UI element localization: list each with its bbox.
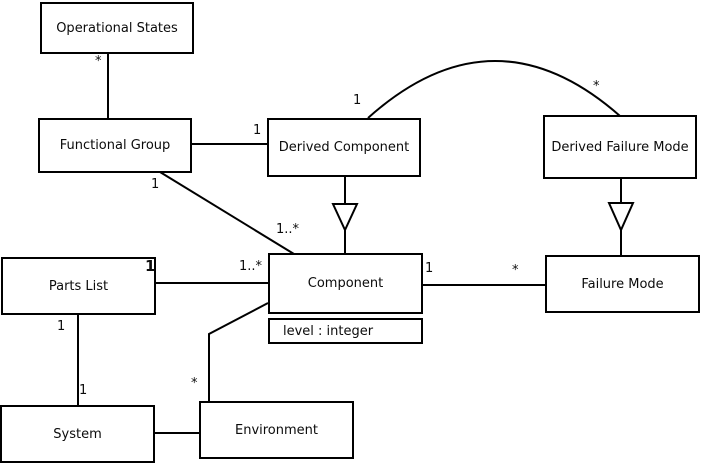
class-label: Environment (234, 422, 318, 438)
multiplicity-arc-derived-failure-mode: * (593, 79, 600, 94)
class-label: Parts List (48, 278, 109, 294)
multiplicity-component-end: 1..* (239, 259, 263, 274)
generalization-arrow-icon (607, 202, 635, 233)
class-label: Component (307, 276, 384, 291)
class-environment: Environment (199, 401, 354, 459)
class-derived-component: Derived Component (267, 118, 421, 177)
attribute-label: level : integer (283, 323, 374, 339)
class-functional-group: Functional Group (38, 118, 192, 173)
edge-component-environment (208, 302, 269, 402)
multiplicity-arc-derived-component: 1 (353, 93, 362, 108)
class-label: Functional Group (59, 138, 171, 153)
class-derived-failure-mode: Derived Failure Mode (543, 115, 697, 179)
class-operational-states: Operational States (40, 2, 194, 54)
class-system: System (0, 405, 155, 463)
class-label: Derived Component (278, 140, 410, 155)
edge-functional-group-component (159, 171, 295, 255)
multiplicity-parts-list-end: 1 (145, 257, 156, 275)
multiplicity-environment-end: * (191, 376, 198, 391)
multiplicity-failure-mode-end: * (512, 263, 519, 278)
class-label: Derived Failure Mode (551, 139, 689, 155)
multiplicity-functional-group-end: 1 (151, 177, 160, 192)
edge-arc-derived-component-derived-failure-mode (367, 60, 621, 119)
generalization-arrow-icon (331, 203, 359, 233)
class-component-attributes: level : integer (268, 318, 423, 344)
class-failure-mode: Failure Mode (545, 255, 700, 313)
multiplicity-parts-list-end: 1 (57, 319, 66, 334)
multiplicity-component-end: 1 (425, 261, 434, 276)
class-label: Failure Mode (581, 276, 664, 292)
class-component: Component (268, 253, 423, 314)
multiplicity-operational-states: * (95, 54, 102, 69)
class-label: Operational States (56, 20, 178, 36)
multiplicity-component-end: 1..* (276, 222, 300, 237)
class-label: System (53, 426, 102, 442)
class-parts-list: Parts List (1, 257, 156, 315)
multiplicity-system-end: 1 (79, 383, 88, 398)
multiplicity-derived-component-end: 1 (253, 123, 262, 138)
